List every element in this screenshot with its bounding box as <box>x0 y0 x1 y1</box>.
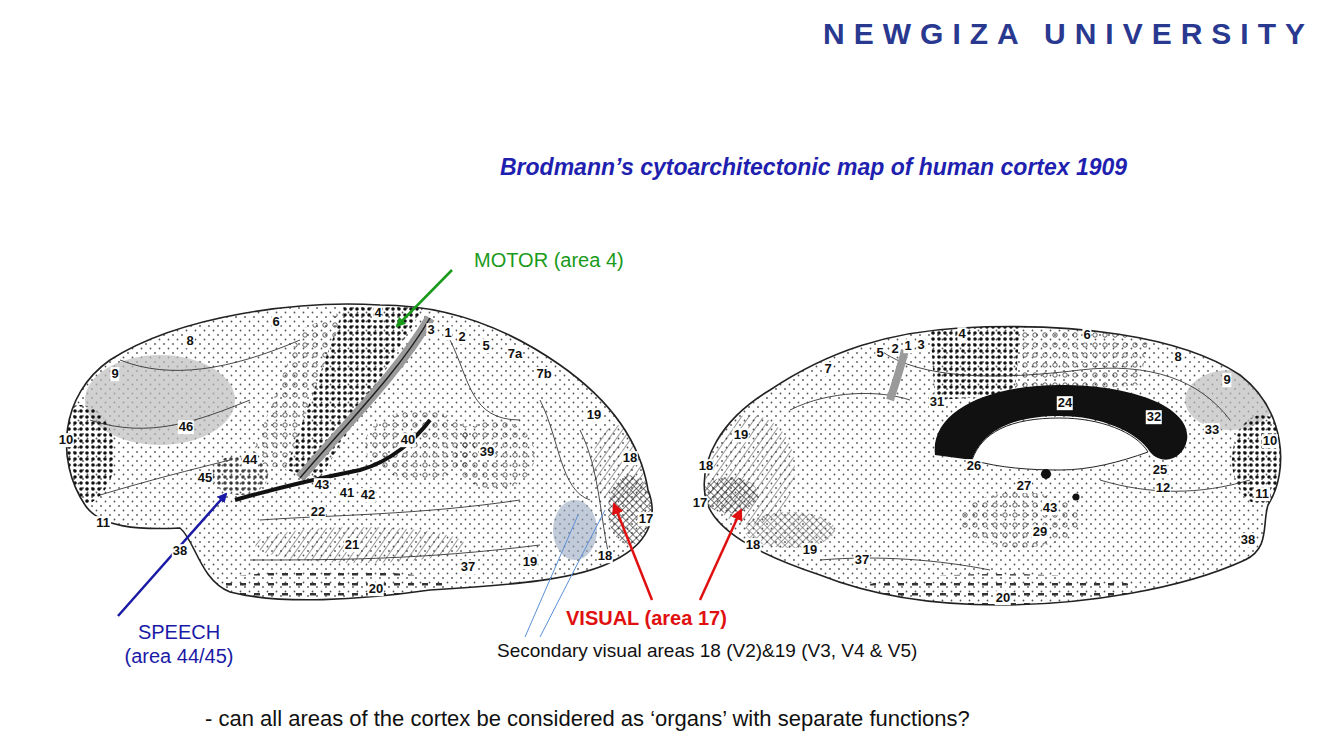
callout-note: Secondary visual areas 18 (V2)&19 (V3, V… <box>497 640 917 663</box>
area-number: 11 <box>95 516 111 530</box>
area-number: 24 <box>1057 396 1073 410</box>
area-number: 33 <box>1204 423 1220 437</box>
area-number: 1 <box>443 326 452 340</box>
area-number: 17 <box>638 512 654 526</box>
area-number: 6 <box>1082 328 1091 342</box>
area-number: 20 <box>368 582 384 596</box>
callout-label: MOTOR (area 4) <box>474 248 624 272</box>
area-number: 11 <box>1254 487 1270 501</box>
area-number: 4 <box>373 306 382 320</box>
area-number: 27 <box>1016 479 1032 493</box>
area-number: 22 <box>310 505 326 519</box>
area-number: 38 <box>172 544 188 558</box>
area-number: 43 <box>314 478 330 492</box>
area-number: 38 <box>1240 533 1256 547</box>
area-number: 3 <box>426 323 435 337</box>
area-number: 2 <box>457 330 466 344</box>
slide-caption: - can all areas of the cortex be conside… <box>205 706 970 732</box>
callout-label: SPEECH (area 44/45) <box>120 620 238 668</box>
area-number: 17 <box>692 496 708 510</box>
area-number: 42 <box>360 488 376 502</box>
area-number: 21 <box>344 538 360 552</box>
area-number: 7b <box>535 367 552 381</box>
area-number: 2 <box>890 342 899 356</box>
area-number: 41 <box>339 486 355 500</box>
area-number: 29 <box>1032 525 1048 539</box>
area-number: 10 <box>58 433 74 447</box>
area-number: 26 <box>966 459 982 473</box>
area-number: 32 <box>1146 410 1162 424</box>
area-number: 19 <box>733 428 749 442</box>
area-number: 31 <box>929 395 945 409</box>
area-number: 9 <box>110 367 119 381</box>
area-number: 20 <box>995 591 1011 605</box>
area-number: 18 <box>698 459 714 473</box>
area-number: 40 <box>400 433 416 447</box>
area-number: 19 <box>522 555 538 569</box>
area-number: 12 <box>1155 481 1171 495</box>
area-number: 7a <box>507 347 523 361</box>
area-number: 4 <box>957 327 966 341</box>
area-number: 37 <box>460 560 476 574</box>
area-number: 10 <box>1262 434 1278 448</box>
area-number: 19 <box>586 408 602 422</box>
area-number: 3 <box>916 338 925 352</box>
slide-title: Brodmann’s cytoarchitectonic map of huma… <box>500 154 1127 182</box>
area-number: 5 <box>875 346 884 360</box>
area-number: 7 <box>823 362 832 376</box>
area-number: 18 <box>745 538 761 552</box>
area-number: 39 <box>479 445 495 459</box>
area-number: 9 <box>1222 373 1231 387</box>
area-number: 8 <box>1173 350 1182 364</box>
area-number: 25 <box>1152 463 1168 477</box>
area-number: 18 <box>622 451 638 465</box>
callout-label: VISUAL (area 17) <box>566 606 727 630</box>
area-number: 45 <box>197 471 213 485</box>
university-logo: NEWGIZA UNIVERSITY <box>823 16 1314 52</box>
area-number: 37 <box>854 553 870 567</box>
area-number: 8 <box>185 334 194 348</box>
area-number: 6 <box>271 315 280 329</box>
area-number: 5 <box>481 339 490 353</box>
area-number: 43 <box>1042 501 1058 515</box>
area-number: 19 <box>802 543 818 557</box>
area-number: 1 <box>903 339 912 353</box>
area-number: 44 <box>242 453 258 467</box>
area-number: 46 <box>178 420 194 434</box>
area-number: 18 <box>597 549 613 563</box>
